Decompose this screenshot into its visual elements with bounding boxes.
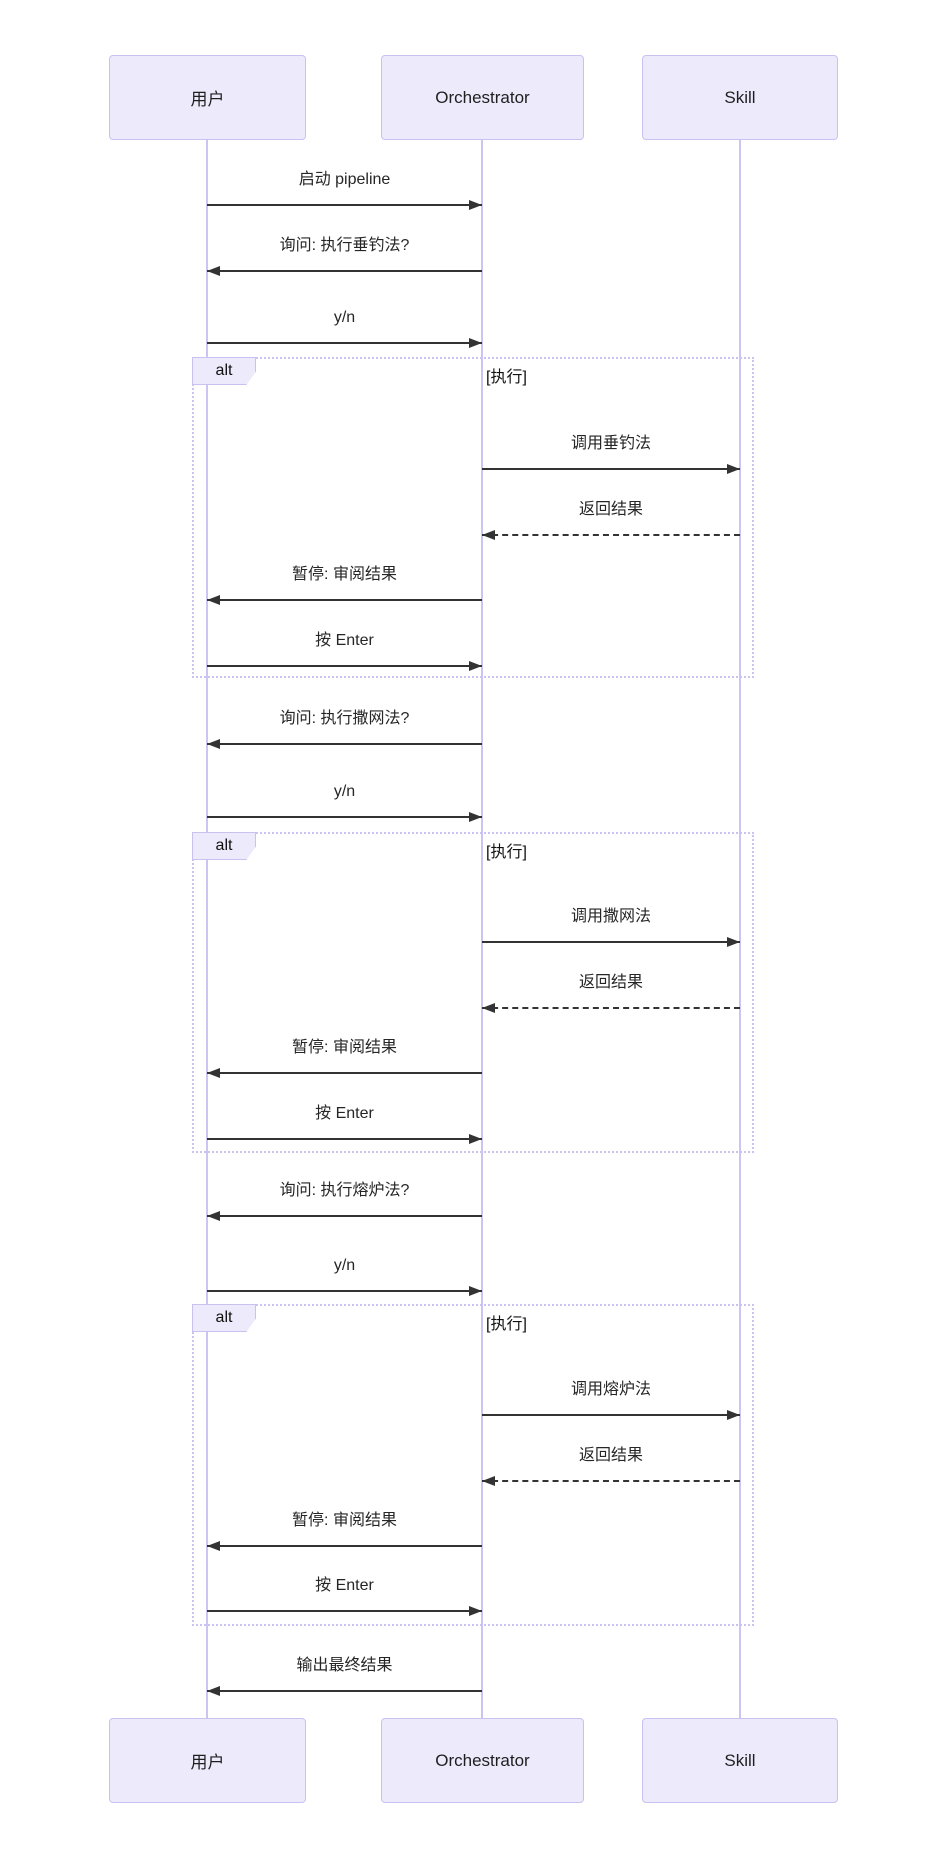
arrowhead-left-icon [207,1686,220,1696]
arrowhead-left-icon [207,595,220,605]
message-yn-1: y/n [207,300,482,348]
actor-orchestrator-label: Orchestrator [435,1750,530,1770]
arrowhead-right-icon [469,661,482,671]
arrowhead-right-icon [469,1134,482,1144]
arrowhead-right-icon [469,200,482,210]
actor-orchestrator-label: Orchestrator [435,87,530,107]
arrowhead-right-icon [727,464,740,474]
alt-frame-3-condition: [执行] [486,1316,527,1333]
arrowhead-right-icon [469,1286,482,1296]
actor-orchestrator-bottom: Orchestrator [381,1718,584,1803]
arrowhead-left-icon [207,1541,220,1551]
message-yn-2: y/n [207,774,482,822]
actor-user-bottom: 用户 [109,1718,306,1803]
actor-skill-top: Skill [642,55,838,140]
actor-skill-label: Skill [724,1750,756,1770]
message-pause-review-3: 暂停: 审阅结果 [207,1503,482,1551]
alt-frame-3: alt [执行] [192,1304,754,1626]
arrowhead-right-icon [469,338,482,348]
message-ask-ronglu: 询问: 执行熔炉法? [207,1173,482,1221]
actor-skill-label: Skill [724,87,756,107]
message-call-ronglu: 调用熔炉法 [482,1372,740,1420]
alt-frame-1-tab: alt [192,357,256,385]
message-pause-review-2: 暂停: 审阅结果 [207,1030,482,1078]
alt-frame-1-condition: [执行] [486,369,527,386]
message-return-result-3: 返回结果 [482,1438,740,1486]
alt-frame-2-tab: alt [192,832,256,860]
message-press-enter-2: 按 Enter [207,1096,482,1144]
alt-frame-2-condition: [执行] [486,844,527,861]
arrowhead-left-icon [482,1476,495,1486]
alt-frame-2: alt [执行] [192,832,754,1153]
arrowhead-left-icon [482,530,495,540]
lifeline-user [206,140,208,1718]
message-return-result-1: 返回结果 [482,492,740,540]
message-press-enter-1: 按 Enter [207,623,482,671]
message-press-enter-3: 按 Enter [207,1568,482,1616]
message-yn-3: y/n [207,1248,482,1296]
arrowhead-right-icon [469,1606,482,1616]
arrowhead-right-icon [727,937,740,947]
lifeline-skill [739,140,741,1718]
arrowhead-left-icon [482,1003,495,1013]
message-return-result-2: 返回结果 [482,965,740,1013]
message-start-pipeline: 启动 pipeline [207,162,482,210]
arrowhead-left-icon [207,1068,220,1078]
message-call-sawang: 调用撒网法 [482,899,740,947]
message-pause-review-1: 暂停: 审阅结果 [207,557,482,605]
arrowhead-left-icon [207,266,220,276]
arrowhead-right-icon [727,1410,740,1420]
arrowhead-left-icon [207,739,220,749]
arrowhead-right-icon [469,812,482,822]
message-ask-sawang: 询问: 执行撒网法? [207,701,482,749]
message-call-chuidiao: 调用垂钓法 [482,426,740,474]
alt-frame-3-tab: alt [192,1304,256,1332]
message-ask-chuidiao: 询问: 执行垂钓法? [207,228,482,276]
actor-user-label: 用户 [190,90,225,109]
actor-user-top: 用户 [109,55,306,140]
actor-orchestrator-top: Orchestrator [381,55,584,140]
actor-user-label: 用户 [190,1753,225,1772]
alt-frame-1: alt [执行] [192,357,754,678]
message-output-final: 输出最终结果 [207,1648,482,1696]
arrowhead-left-icon [207,1211,220,1221]
lifeline-orchestrator [481,140,483,1718]
actor-skill-bottom: Skill [642,1718,838,1803]
